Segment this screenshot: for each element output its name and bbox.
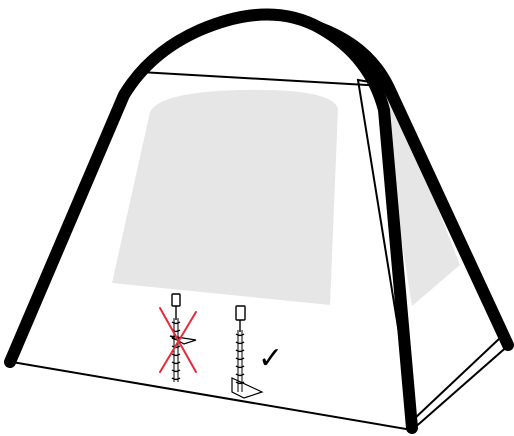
tent-ridge-line <box>139 71 386 87</box>
side-window <box>378 92 460 306</box>
check-mark-icon: ✓ <box>258 341 283 376</box>
zipper-correct <box>231 305 264 399</box>
tent-base-right <box>411 343 511 431</box>
tent-pole-left <box>4 8 418 434</box>
tent-pole-right <box>314 22 514 351</box>
tent-base-front <box>11 361 413 431</box>
wrong-mark <box>159 307 197 373</box>
front-window <box>112 89 338 306</box>
zipper-correct-teeth <box>235 330 245 392</box>
